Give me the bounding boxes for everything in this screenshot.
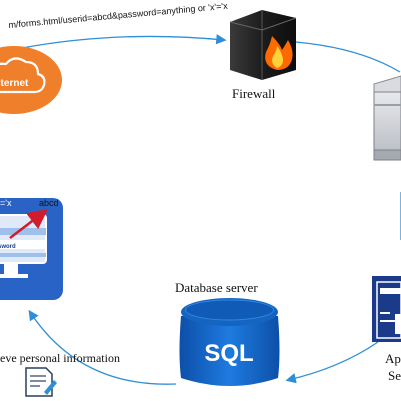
arrow-app-to-database xyxy=(285,341,379,384)
internet-node: Internet xyxy=(0,46,62,114)
database-server-label: Database server xyxy=(175,280,258,295)
sql-text: SQL xyxy=(204,340,253,367)
document-icon xyxy=(25,367,57,397)
app-server-node xyxy=(372,276,401,342)
cloud-outline xyxy=(0,57,46,94)
condition-text: ='x xyxy=(0,198,12,208)
database-icon xyxy=(179,298,280,386)
app-server-label-line1: Ap xyxy=(385,351,401,366)
retrieve-personal-info-label: eve personal information xyxy=(0,351,120,365)
app-server-icon xyxy=(372,276,401,342)
password-field-label: sword xyxy=(0,244,16,250)
arrow-internet-to-firewall xyxy=(21,34,227,49)
database-node: SQL xyxy=(179,298,280,386)
cloud-icon xyxy=(0,46,62,114)
arrow-database-to-client xyxy=(28,309,177,385)
firewall-icon xyxy=(229,10,297,80)
firewall-node xyxy=(229,10,297,80)
firewall-label: Firewall xyxy=(232,86,276,101)
client-node: ='x abcd sword xyxy=(0,198,63,300)
arrow-firewall-to-server xyxy=(295,41,401,73)
injection-arrow xyxy=(9,208,48,239)
internet-label: Internet xyxy=(0,78,29,89)
server-icon xyxy=(373,75,401,161)
web-server-node xyxy=(373,75,401,161)
username-text: abcd xyxy=(39,198,59,208)
app-server-label-line2: Se xyxy=(388,368,401,383)
